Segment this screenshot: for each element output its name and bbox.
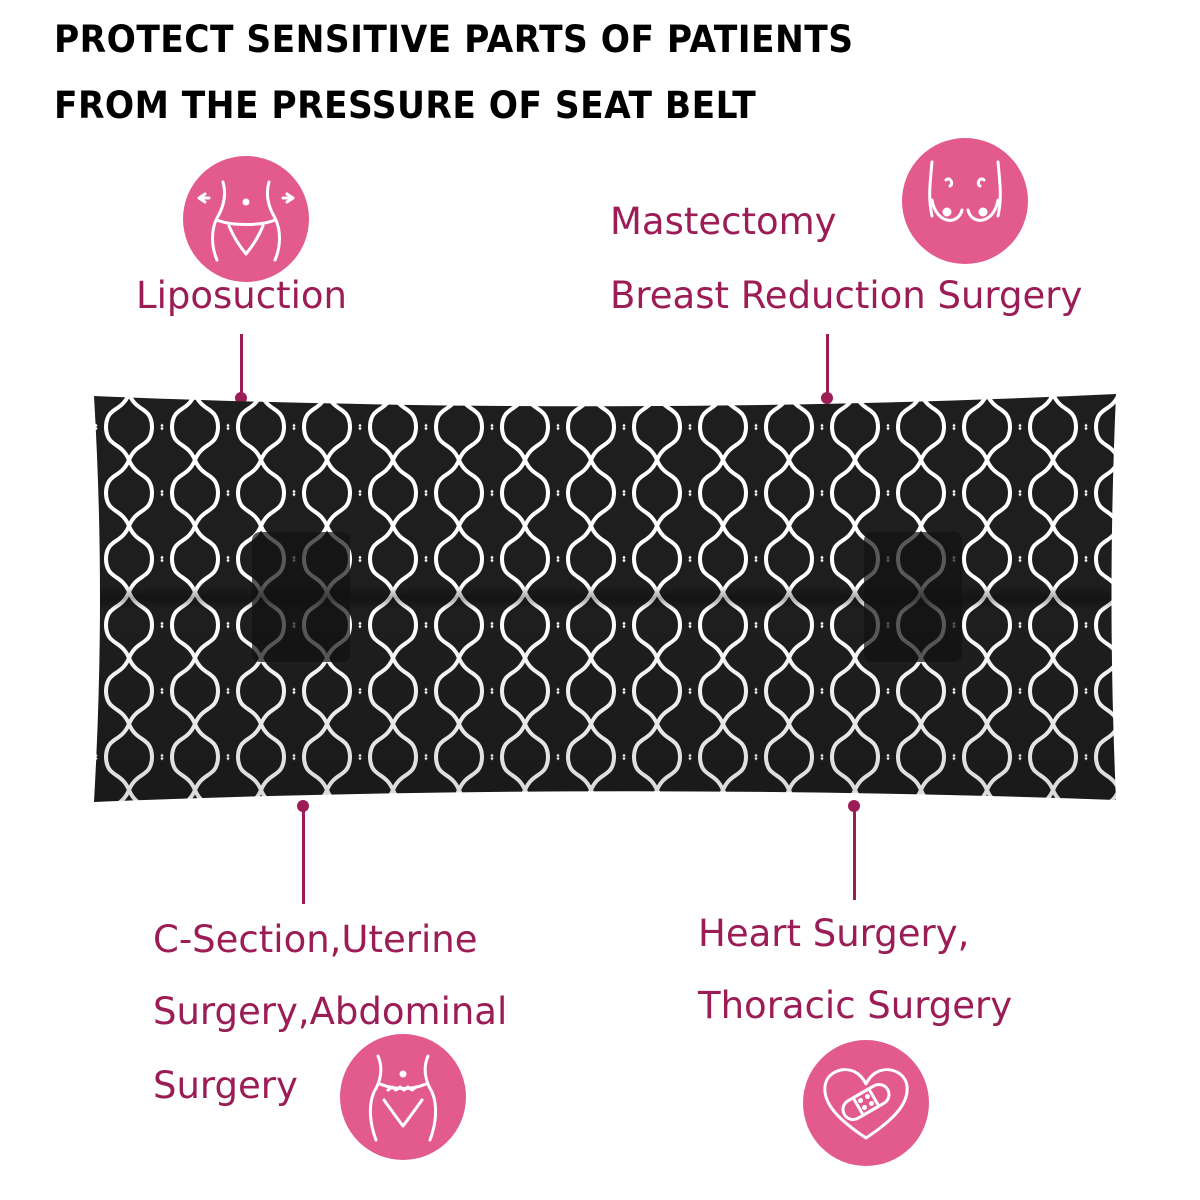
c-section-label: C-Section,Uterine [153,918,478,961]
breast-icon [902,138,1028,264]
abdomen-icon [340,1034,466,1160]
belt-loop-right [864,532,962,662]
thoracic-surgery-label: Thoracic Surgery [698,984,1013,1027]
breast-reduction-label: Breast Reduction Surgery [610,274,1083,317]
liposuction-dot [235,392,247,404]
waist-icon [183,156,309,282]
abdomen-connector [302,806,305,904]
mastectomy-label: Mastectomy [610,200,837,243]
liposuction-label: Liposuction [136,274,347,317]
breast-dot [821,392,833,404]
heart-connector [853,806,856,900]
seat-belt-pillow [94,394,1116,802]
abdominal-surgery-label: Surgery [153,1064,298,1107]
abdominal-label: Surgery,Abdominal [153,990,508,1033]
heart-surgery-label: Heart Surgery, [698,912,970,955]
liposuction-connector [240,334,243,396]
belt-loop-left [252,532,350,662]
heart-bandage-icon [803,1040,929,1166]
headline-line-2: FROM THE PRESSURE OF SEAT BELT [54,84,757,127]
headline-line-1: PROTECT SENSITIVE PARTS OF PATIENTS [54,18,854,61]
breast-connector [826,334,829,396]
